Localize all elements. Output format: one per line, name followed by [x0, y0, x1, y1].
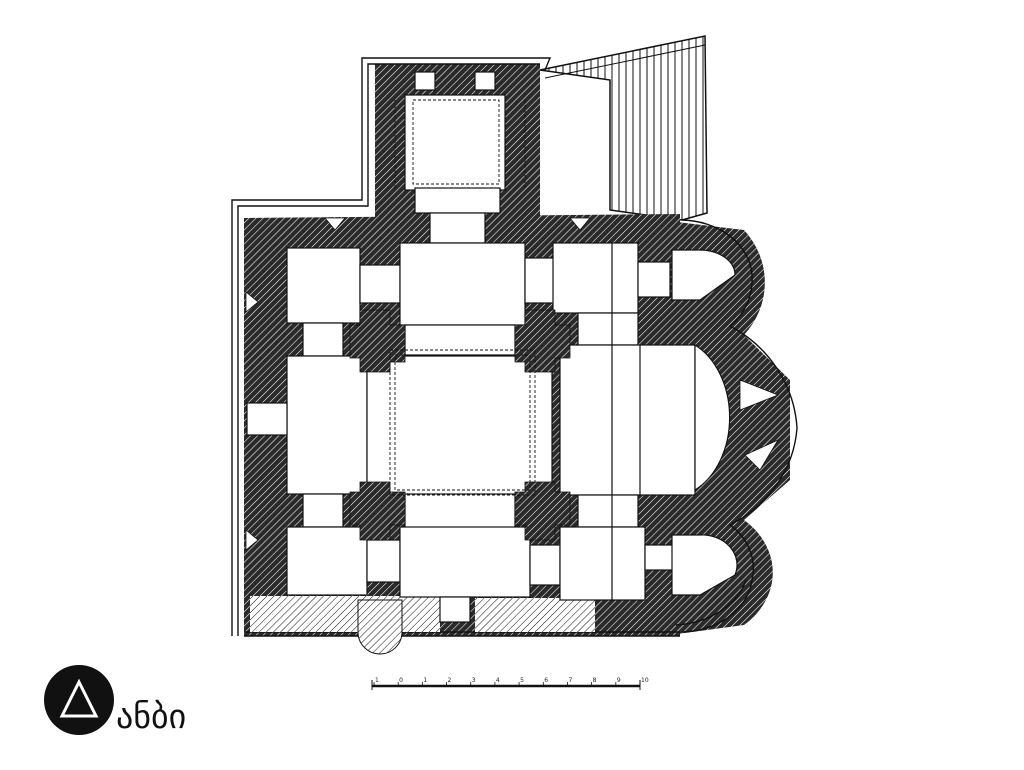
scale-tick-label: 9	[617, 677, 621, 684]
south-foundation	[250, 596, 595, 655]
wall-notches	[245, 217, 780, 551]
logo: ანბი	[44, 665, 186, 737]
scale-tick-label: 2	[448, 677, 452, 684]
bema-lines	[611, 243, 641, 600]
scale-tick-label: 0	[399, 677, 403, 684]
scale-tick-label: 1	[423, 677, 427, 684]
crossing-piers	[349, 309, 571, 541]
scale-tick-label: 4	[496, 677, 500, 684]
scale-tick-label: 7	[568, 677, 572, 684]
scale-tick-label: 5	[520, 677, 524, 684]
scale-tick-label: 3	[472, 677, 476, 684]
scale-tick-label: 8	[593, 677, 597, 684]
logo-circle	[44, 665, 114, 735]
interior-rooms	[246, 71, 738, 623]
vault-projections	[389, 99, 536, 528]
outer-envelope	[231, 57, 798, 637]
logo-triangle-icon	[59, 678, 99, 718]
scale-tick-label: 1	[375, 677, 379, 684]
scale-tick-label: 10	[641, 677, 649, 684]
annex-structure	[539, 35, 708, 221]
scale-tick-label: 6	[544, 677, 548, 684]
logo-text: ანბი	[116, 697, 186, 737]
